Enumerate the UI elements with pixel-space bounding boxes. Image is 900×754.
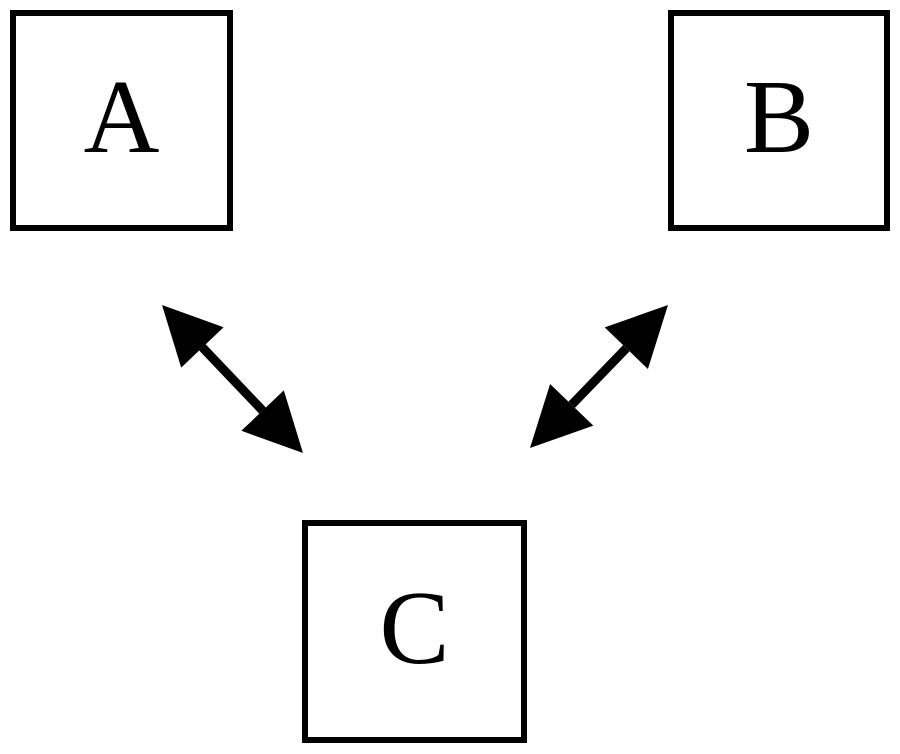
node-b-box: B xyxy=(668,10,890,231)
node-a-label: A xyxy=(83,58,160,175)
node-a-box: A xyxy=(10,10,233,231)
arrowhead-toward-c-right-icon xyxy=(530,384,594,448)
arrowhead-toward-a-icon xyxy=(162,305,224,368)
arrowhead-toward-b-icon xyxy=(604,305,668,369)
node-b-label: B xyxy=(743,58,815,175)
node-c-label: C xyxy=(379,569,450,686)
arrowhead-toward-c-left-icon xyxy=(241,390,303,453)
node-c-box: C xyxy=(302,520,527,743)
double-arrow-a-c xyxy=(162,305,303,453)
double-arrow-b-c xyxy=(530,305,668,448)
